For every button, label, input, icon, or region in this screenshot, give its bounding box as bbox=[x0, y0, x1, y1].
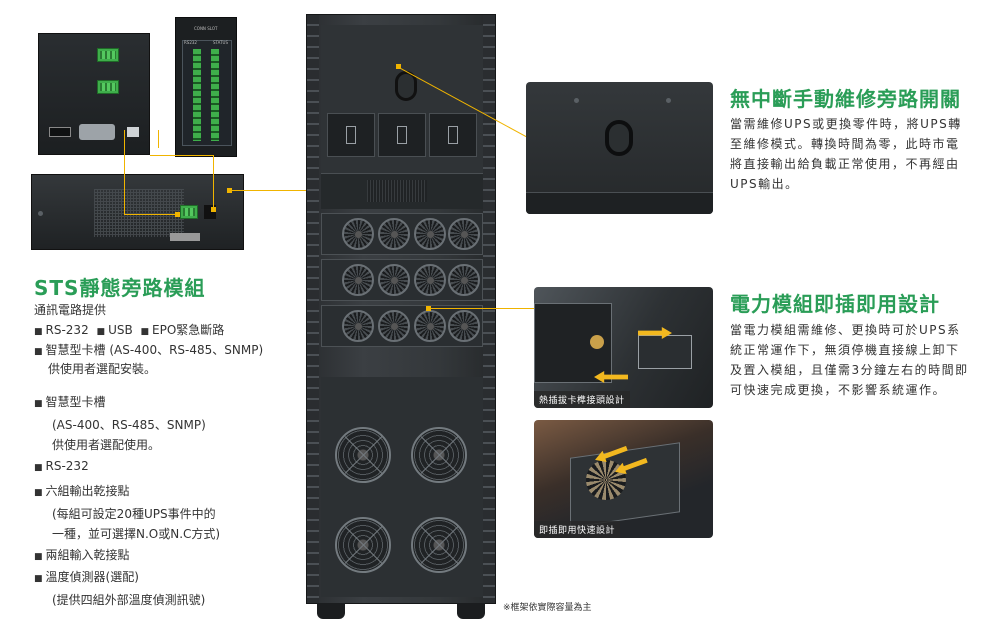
latch-connector bbox=[638, 335, 692, 369]
card-status-label: STATUS bbox=[213, 40, 229, 45]
sts-subtitle: 通訊電路提供 bbox=[34, 303, 107, 317]
bypass-title: 無中斷手動維修旁路開關 bbox=[730, 87, 961, 111]
ups-cabinet bbox=[306, 14, 496, 619]
usb-port bbox=[127, 127, 139, 137]
sts-card-text: 智慧型卡槽 (AS-400、RS-485、SNMP) bbox=[45, 343, 264, 357]
feature-item: 智慧型卡槽 bbox=[34, 392, 220, 415]
breaker-switch bbox=[327, 113, 375, 157]
feature-sub: (每組可設定20種UPS事件中的 bbox=[52, 506, 216, 521]
bullet-square-icon bbox=[34, 484, 46, 498]
breaker-switch bbox=[429, 113, 477, 157]
bullet-square-icon bbox=[34, 570, 46, 584]
leader-dot bbox=[175, 212, 180, 217]
quick-caption: 即插即用快速設計 bbox=[534, 521, 621, 538]
ports-photo bbox=[38, 33, 150, 155]
bypass-switch-photo bbox=[526, 82, 713, 214]
feature-sub: (AS-400、RS-485、SNMP) bbox=[52, 417, 206, 432]
feature-item: RS-232 bbox=[34, 456, 220, 479]
card-slot-label: CONN SLOT bbox=[194, 26, 218, 31]
card-pcb: RS232 STATUS bbox=[182, 40, 232, 146]
pin-header bbox=[193, 49, 201, 141]
leader-line bbox=[232, 190, 352, 191]
screw bbox=[666, 98, 671, 103]
sts-card-note: 供使用者選配安裝。 bbox=[48, 362, 157, 376]
smart-card-photo: CONN SLOT RS232 STATUS bbox=[175, 17, 237, 157]
leader-dot bbox=[227, 188, 232, 193]
power-module bbox=[321, 259, 483, 301]
leader-dot bbox=[211, 207, 216, 212]
port-usb: USB bbox=[108, 323, 133, 337]
footnote: ※框架依實際容量為主 bbox=[503, 603, 592, 613]
leader-dot bbox=[426, 306, 431, 311]
port-rs232: RS-232 bbox=[45, 323, 89, 337]
bypass-switch-panel bbox=[321, 25, 483, 175]
cabinet-rail bbox=[483, 15, 495, 603]
feature-item: 溫度偵測器(選配) bbox=[34, 567, 220, 590]
terminal-block bbox=[180, 205, 198, 219]
leader-line bbox=[124, 214, 178, 215]
feature-sub: (提供四組外部溫度偵測訊號) bbox=[52, 592, 206, 607]
power-module bbox=[321, 213, 483, 255]
db9-port bbox=[79, 124, 115, 140]
hotplug-title: 電力模組即插即用設計 bbox=[730, 292, 940, 316]
connector bbox=[590, 335, 604, 349]
caster-wheel bbox=[457, 603, 485, 619]
bypass-description: 當需維修UPS或更換零件時，將UPS轉 至維修模式。轉換時間為零，此時市電 將直… bbox=[730, 117, 962, 191]
leader-line bbox=[150, 155, 213, 156]
feature-item: 兩組輸入乾接點 bbox=[34, 545, 220, 568]
power-module bbox=[321, 305, 483, 347]
leader-line bbox=[124, 130, 125, 214]
bypass-lock-icon bbox=[395, 71, 417, 101]
hotplug-photo: 熱插拔卡榫接頭設計 bbox=[534, 287, 713, 408]
feature-list: 智慧型卡槽 (AS-400、RS-485、SNMP) 供使用者選配使用。 RS-… bbox=[34, 392, 220, 610]
feature-sub: 一種，並可選擇N.O或N.C方式) bbox=[52, 527, 221, 541]
leader-line bbox=[430, 308, 542, 309]
bullet-square-icon bbox=[97, 323, 109, 337]
terminal-block bbox=[97, 80, 119, 94]
sts-card-line: 智慧型卡槽 (AS-400、RS-485、SNMP) bbox=[34, 340, 263, 362]
breaker-switch bbox=[378, 113, 426, 157]
rj-port bbox=[49, 127, 71, 137]
sts-ports-line: RS-232 USB EPO緊急斷路 bbox=[34, 320, 224, 342]
terminal-block bbox=[97, 48, 119, 62]
feature-sub: 供使用者選配使用。 bbox=[52, 438, 161, 452]
sts-title: STS靜態旁路模組 bbox=[34, 276, 206, 300]
bullet-square-icon bbox=[34, 343, 46, 357]
sts-chassis-photo bbox=[31, 174, 244, 250]
bullet-square-icon bbox=[34, 459, 46, 473]
bypass-handle-icon bbox=[605, 120, 633, 156]
hotplug-description: 當電力模組需維修、更換時可於UPS系 統正常運作下，無須停機直接線上卸下 及置入… bbox=[730, 323, 969, 397]
leader-line bbox=[158, 130, 159, 148]
quick-swap-photo: 即插即用快速設計 bbox=[534, 420, 713, 538]
vent-mesh bbox=[94, 189, 184, 237]
db9-port bbox=[170, 233, 200, 241]
sts-module-slot bbox=[321, 173, 483, 209]
bullet-square-icon bbox=[34, 395, 46, 409]
caster-wheel bbox=[317, 603, 345, 619]
hotplug-caption: 熱插拔卡榫接頭設計 bbox=[534, 391, 630, 408]
screw bbox=[38, 211, 43, 216]
leader-line bbox=[213, 155, 214, 209]
cabinet-lower-fans bbox=[321, 377, 483, 597]
leader-dot bbox=[396, 64, 401, 69]
panel-bar bbox=[526, 192, 713, 214]
screw bbox=[574, 98, 579, 103]
port-epo: EPO緊急斷路 bbox=[152, 323, 225, 337]
feature-item: 六組輸出乾接點 bbox=[34, 481, 220, 504]
card-rs232-label: RS232 bbox=[184, 40, 197, 45]
bullet-square-icon bbox=[141, 323, 153, 337]
cabinet-rail bbox=[307, 15, 319, 603]
pin-header bbox=[211, 49, 219, 141]
bullet-square-icon bbox=[34, 548, 46, 562]
bullet-square-icon bbox=[34, 323, 46, 337]
